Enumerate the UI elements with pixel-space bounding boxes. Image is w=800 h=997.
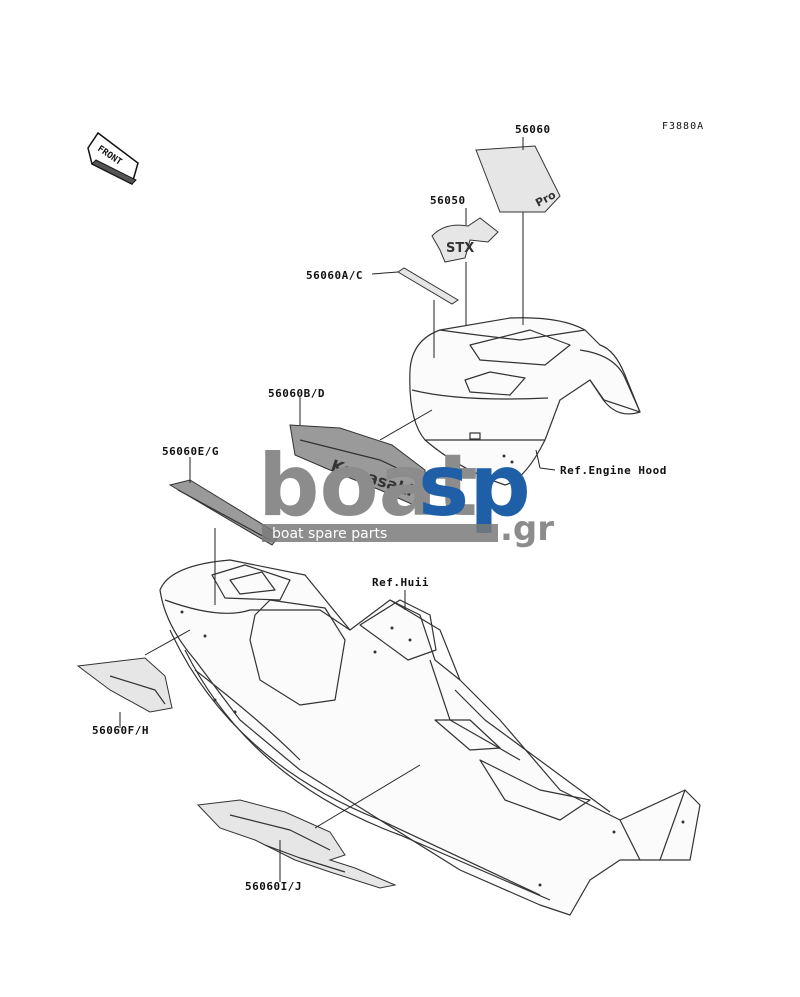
- label-56060eg: 56060E/G: [162, 445, 219, 458]
- leader-lines: [119, 137, 556, 882]
- label-ref-hull: Ref.Huii: [372, 576, 429, 589]
- label-56060: 56060: [515, 123, 551, 136]
- decal-56060ac: [397, 267, 459, 305]
- decal-56060: Pro: [475, 145, 561, 213]
- watermark-tagline: boat spare parts: [272, 526, 387, 542]
- decal-56060ij: [196, 799, 397, 889]
- decal-56050: STX: [431, 217, 499, 263]
- watermark-band: [262, 524, 498, 542]
- watermark-brand-main: boat: [258, 436, 478, 536]
- label-56060fh: 56060F/H: [92, 724, 149, 737]
- watermark-brand-accent: sp: [418, 436, 531, 536]
- decal-stx-text: STX: [446, 241, 474, 256]
- watermark-domain: .gr: [500, 509, 554, 549]
- decal-56060bd: Kawasaki: [289, 424, 426, 511]
- engine-hood: [409, 317, 641, 486]
- label-56060bd: 56060B/D: [268, 387, 325, 400]
- label-56060ij: 56060I/J: [245, 880, 302, 893]
- front-arrow-icon: FRONT: [87, 131, 139, 186]
- diagram-code: F3880A: [662, 121, 704, 132]
- label-56050: 56050: [430, 194, 466, 207]
- label-56060ac: 56060A/C: [306, 269, 363, 282]
- hull: [159, 559, 701, 916]
- watermark: boat sp .gr boat spare parts: [258, 436, 554, 549]
- decal-56060fh: [76, 657, 173, 713]
- label-ref-engine-hood: Ref.Engine Hood: [560, 464, 667, 477]
